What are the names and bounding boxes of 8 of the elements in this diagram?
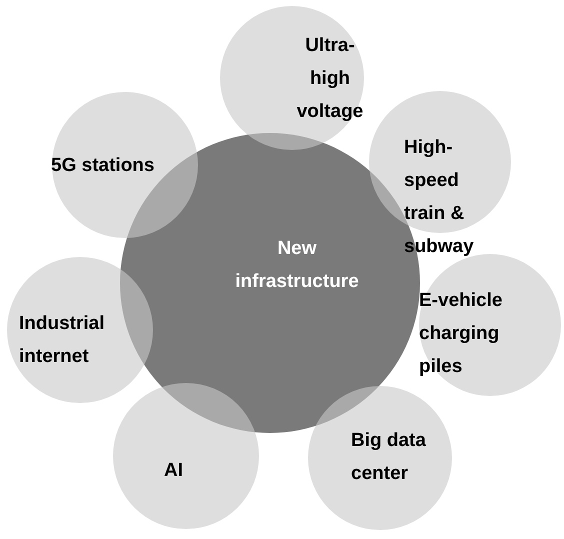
circle-label: AI: [164, 459, 184, 483]
circle-label: Industrial internet: [19, 312, 106, 369]
circle-label: New infrastructure: [234, 237, 360, 294]
circle-label: Ultra-high voltage: [296, 34, 364, 124]
circle-label: High-speed train & subway: [404, 136, 475, 259]
circle-label: 5G stations: [51, 154, 156, 178]
circle-label: E-vehicle charging piles: [419, 289, 504, 379]
circle-label: Big data center: [351, 429, 427, 486]
